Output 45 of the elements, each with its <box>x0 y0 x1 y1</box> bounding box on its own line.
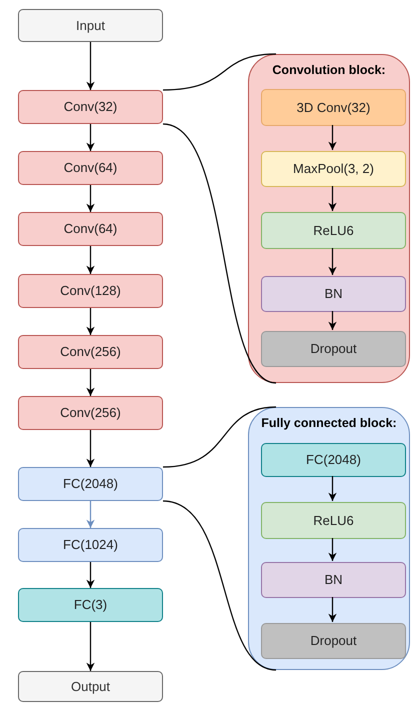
arrow <box>86 124 95 151</box>
arrow <box>328 248 337 275</box>
arrow <box>328 186 337 211</box>
layer-box: Output <box>18 671 163 702</box>
block-heading: Convolution block: <box>271 62 387 79</box>
arrow <box>328 476 337 501</box>
arrow <box>86 430 95 467</box>
layer-box: Dropout <box>261 623 406 659</box>
layer-box: Conv(64) <box>18 212 163 246</box>
arrow <box>86 501 95 528</box>
arrow <box>86 369 95 396</box>
arrow <box>328 597 337 622</box>
block-panel <box>248 407 410 670</box>
arrow <box>86 246 95 274</box>
zoom-connector <box>162 500 276 671</box>
zoom-connector <box>162 123 276 384</box>
layer-box: MaxPool(3, 2) <box>261 151 406 187</box>
layer-box: Conv(128) <box>18 274 163 308</box>
layer-box: FC(3) <box>18 588 163 622</box>
arrow <box>86 308 95 335</box>
arrow <box>328 311 337 330</box>
arrow <box>86 185 95 212</box>
arrow <box>86 622 95 671</box>
layer-box: Conv(256) <box>18 396 163 430</box>
layer-box: Conv(64) <box>18 151 163 185</box>
layer-box: Conv(32) <box>18 90 163 124</box>
layer-box: 3D Conv(32) <box>261 89 406 126</box>
arrow <box>86 562 95 588</box>
layer-box: FC(2048) <box>18 467 163 501</box>
arrow <box>328 125 337 150</box>
arrow <box>328 538 337 561</box>
layer-box: ReLU6 <box>261 212 406 249</box>
zoom-connector <box>162 406 276 468</box>
layer-box: ReLU6 <box>261 502 406 539</box>
layer-box: BN <box>261 276 406 312</box>
layer-box: Conv(256) <box>18 335 163 369</box>
layer-box: FC(1024) <box>18 528 163 562</box>
layer-box: FC(2048) <box>261 443 406 477</box>
layer-box: BN <box>261 562 406 598</box>
zoom-connector <box>162 53 276 91</box>
layer-box: Input <box>18 9 163 42</box>
block-panel <box>248 54 410 383</box>
block-heading: Fully connected block: <box>260 415 398 432</box>
layer-box: Dropout <box>261 331 406 367</box>
arrow <box>86 42 95 90</box>
